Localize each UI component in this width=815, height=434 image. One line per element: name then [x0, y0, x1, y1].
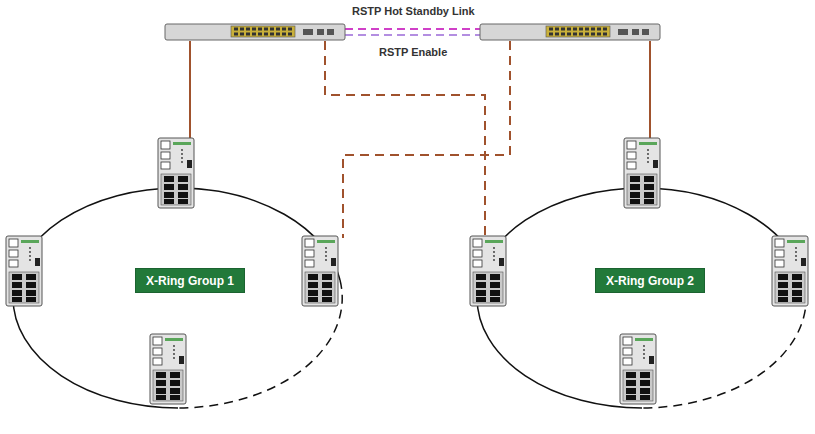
link-label: RSTP Enable: [377, 46, 449, 58]
group-label: X-Ring Group 1: [146, 274, 234, 288]
link-label: RSTP Hot Standby Link: [350, 5, 477, 17]
group-label-box: X-Ring Group 1: [135, 268, 245, 293]
group-label-box: X-Ring Group 2: [595, 268, 705, 293]
group-label: X-Ring Group 2: [606, 274, 694, 288]
